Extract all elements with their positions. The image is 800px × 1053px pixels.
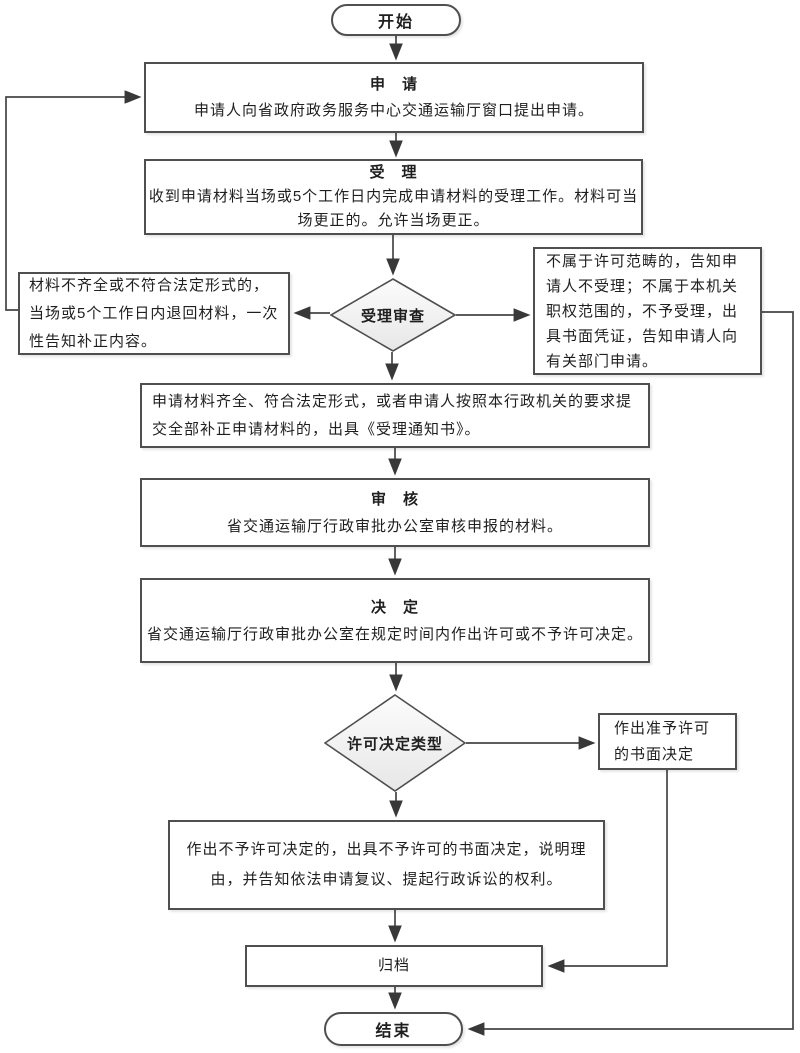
reject-notice-body: 不属于许可范畴的，告知申请人不受理；不属于本机关职权范围的，不予受理，出具书面凭…	[546, 252, 739, 370]
arrow-grant-to-archive	[547, 770, 668, 973]
start-label: 开始	[377, 14, 414, 31]
grant-decision-box: 作出准予许可的书面决定	[598, 713, 737, 770]
reject-notice-box: 不属于许可范畴的，告知申请人不受理；不属于本机关职权范围的，不予受理，出具书面凭…	[533, 247, 762, 375]
start-terminal: 开始	[331, 4, 461, 36]
accept-step-box: 受 理 收到申请材料当场或5个工作日内完成申请材料的受理工作。材料可当场更正的。…	[144, 159, 643, 235]
decision-step-box: 决 定 省交通运输厅行政审批办公室在规定时间内作出许可或不予许可决定。	[140, 578, 650, 663]
acceptance-notice-box: 申请材料齐全、符合法定形式，或者申请人按照本行政机关的要求提交全部补正申请材料的…	[140, 383, 650, 448]
apply-step-box: 申 请 申请人向省政府政务服务中心交通运输厅窗口提出申请。	[144, 62, 644, 133]
return-materials-body: 材料不齐全或不符合法定形式的，当场或5个工作日内退回材料，一次性告知补正内容。	[29, 276, 279, 350]
apply-step-title: 申 请	[369, 75, 418, 93]
accept-review-label: 受理审查	[360, 307, 425, 325]
accept-review-decision: 受理审查	[330, 278, 456, 352]
return-materials-box: 材料不齐全或不符合法定形式的，当场或5个工作日内退回材料，一次性告知补正内容。	[18, 272, 290, 355]
end-label: 结束	[375, 1023, 412, 1040]
archive-label: 归档	[377, 957, 410, 974]
arrow-reject-to-end	[467, 311, 794, 1036]
end-terminal: 结束	[324, 1012, 463, 1046]
acceptance-notice-body: 申请材料齐全、符合法定形式，或者申请人按照本行政机关的要求提交全部补正申请材料的…	[152, 392, 633, 438]
arrow-return-loop-to-apply	[5, 90, 142, 311]
review-step-body: 省交通运输厅行政审批办公室审核申报的材料。	[226, 517, 563, 535]
accept-step-title: 受 理	[369, 164, 418, 181]
review-step-box: 审 核 省交通运输厅行政审批办公室审核申报的材料。	[140, 478, 650, 547]
accept-step-body: 收到申请材料当场或5个工作日内完成申请材料的受理工作。材料可当场更正的。允许当场…	[148, 188, 639, 229]
review-step-title: 审 核	[370, 490, 419, 508]
diamond-shape-icon	[330, 278, 456, 352]
decision-step-body: 省交通运输厅行政审批办公室在规定时间内作出许可或不予许可决定。	[146, 625, 643, 643]
diamond-shape-icon	[324, 694, 466, 792]
decision-step-title: 决 定	[370, 598, 419, 616]
decision-type-decision: 许可决定类型	[324, 694, 466, 792]
grant-decision-body: 作出准予许可的书面决定	[614, 719, 711, 763]
archive-step-box: 归档	[245, 945, 543, 987]
decision-type-label: 许可决定类型	[346, 735, 443, 753]
deny-decision-box: 作出不予许可决定的，出具不予许可的书面决定，说明理由，并告知依法申请复议、提起行…	[168, 820, 605, 910]
apply-step-body: 申请人向省政府政务服务中心交通运输厅窗口提出申请。	[193, 101, 594, 119]
deny-decision-body: 作出不予许可决定的，出具不予许可的书面决定，说明理由，并告知依法申请复议、提起行…	[186, 841, 587, 888]
